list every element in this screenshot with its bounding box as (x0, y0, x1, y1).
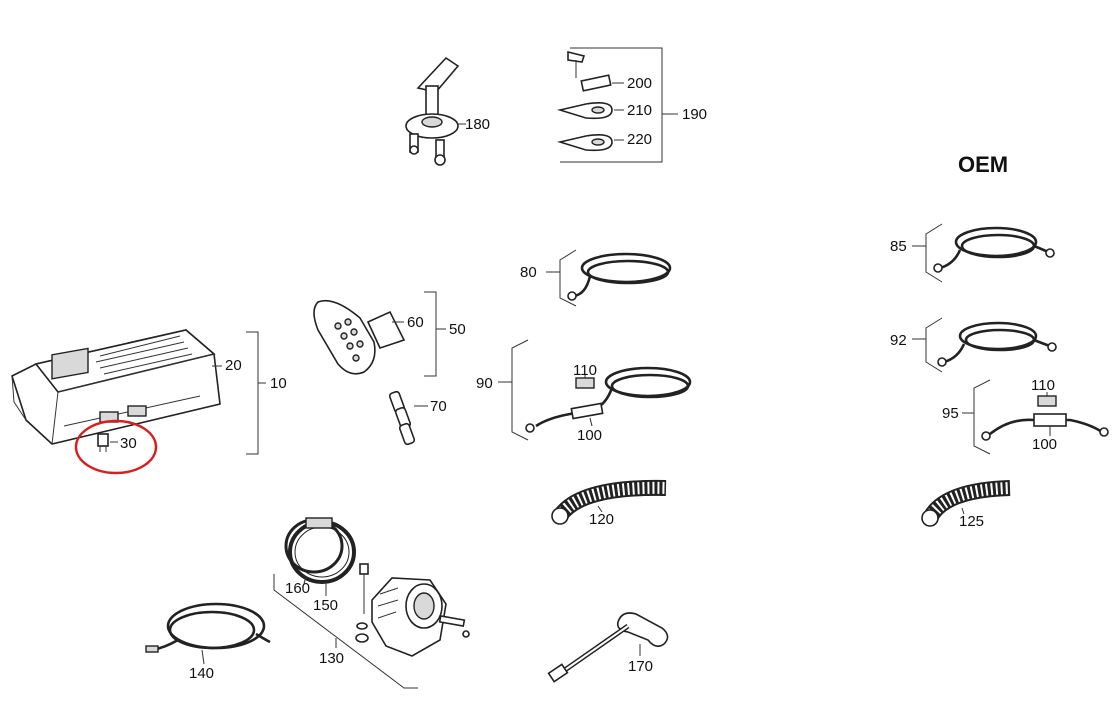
label-10: 10 (270, 375, 287, 392)
bracket-50 (424, 291, 437, 377)
part-120-ducting[interactable] (551, 479, 667, 525)
part-80-cable[interactable] (546, 249, 672, 307)
part-85-cable[interactable] (912, 223, 1055, 283)
part-180-battery-switch[interactable] (405, 56, 466, 166)
label-90: 90 (476, 375, 493, 392)
label-170: 170 (628, 658, 653, 675)
part-150-clamp[interactable] (284, 517, 356, 596)
label-130: 130 (319, 650, 344, 667)
highlight-circle-30 (74, 419, 158, 475)
part-50-remote-control[interactable] (313, 299, 406, 375)
label-70: 70 (430, 398, 447, 415)
label-110b: 110 (1031, 377, 1055, 394)
part-90-fused-cable[interactable] (498, 339, 692, 441)
label-220: 220 (627, 131, 652, 148)
label-85: 85 (890, 238, 907, 255)
label-190: 190 (682, 106, 707, 123)
part-30-fuse[interactable] (97, 433, 118, 452)
bracket-130 (273, 574, 418, 689)
label-160: 160 (285, 580, 310, 597)
label-20: 20 (225, 357, 242, 374)
label-140: 140 (189, 665, 214, 682)
label-210: 210 (627, 102, 652, 119)
label-150: 150 (313, 597, 338, 614)
label-110a: 110 (573, 362, 597, 379)
part-92-cable[interactable] (912, 317, 1057, 373)
label-125: 125 (959, 513, 984, 530)
label-92: 92 (890, 332, 907, 349)
label-80: 80 (520, 264, 537, 281)
label-95: 95 (942, 405, 959, 422)
label-180: 180 (465, 116, 490, 133)
label-100a: 100 (577, 427, 602, 444)
label-100b: 100 (1032, 436, 1057, 453)
label-60: 60 (407, 314, 424, 331)
part-20-control-unit[interactable] (11, 329, 222, 445)
oem-heading: OEM (958, 152, 1008, 177)
label-30: 30 (120, 435, 137, 452)
label-50: 50 (449, 321, 466, 338)
part-70-batteries[interactable] (388, 390, 428, 446)
part-140-wire[interactable] (145, 602, 271, 665)
label-120: 120 (589, 511, 614, 528)
part-190-terminal-kit[interactable] (556, 47, 678, 163)
part-125-ducting[interactable] (921, 480, 1011, 527)
bracket-10 (246, 331, 259, 455)
label-200: 200 (627, 75, 652, 92)
part-170-t-handle-tool[interactable] (547, 612, 669, 683)
part-95-fused-cable[interactable] (962, 379, 1109, 455)
part-130-exhaust-unit[interactable] (355, 563, 470, 657)
